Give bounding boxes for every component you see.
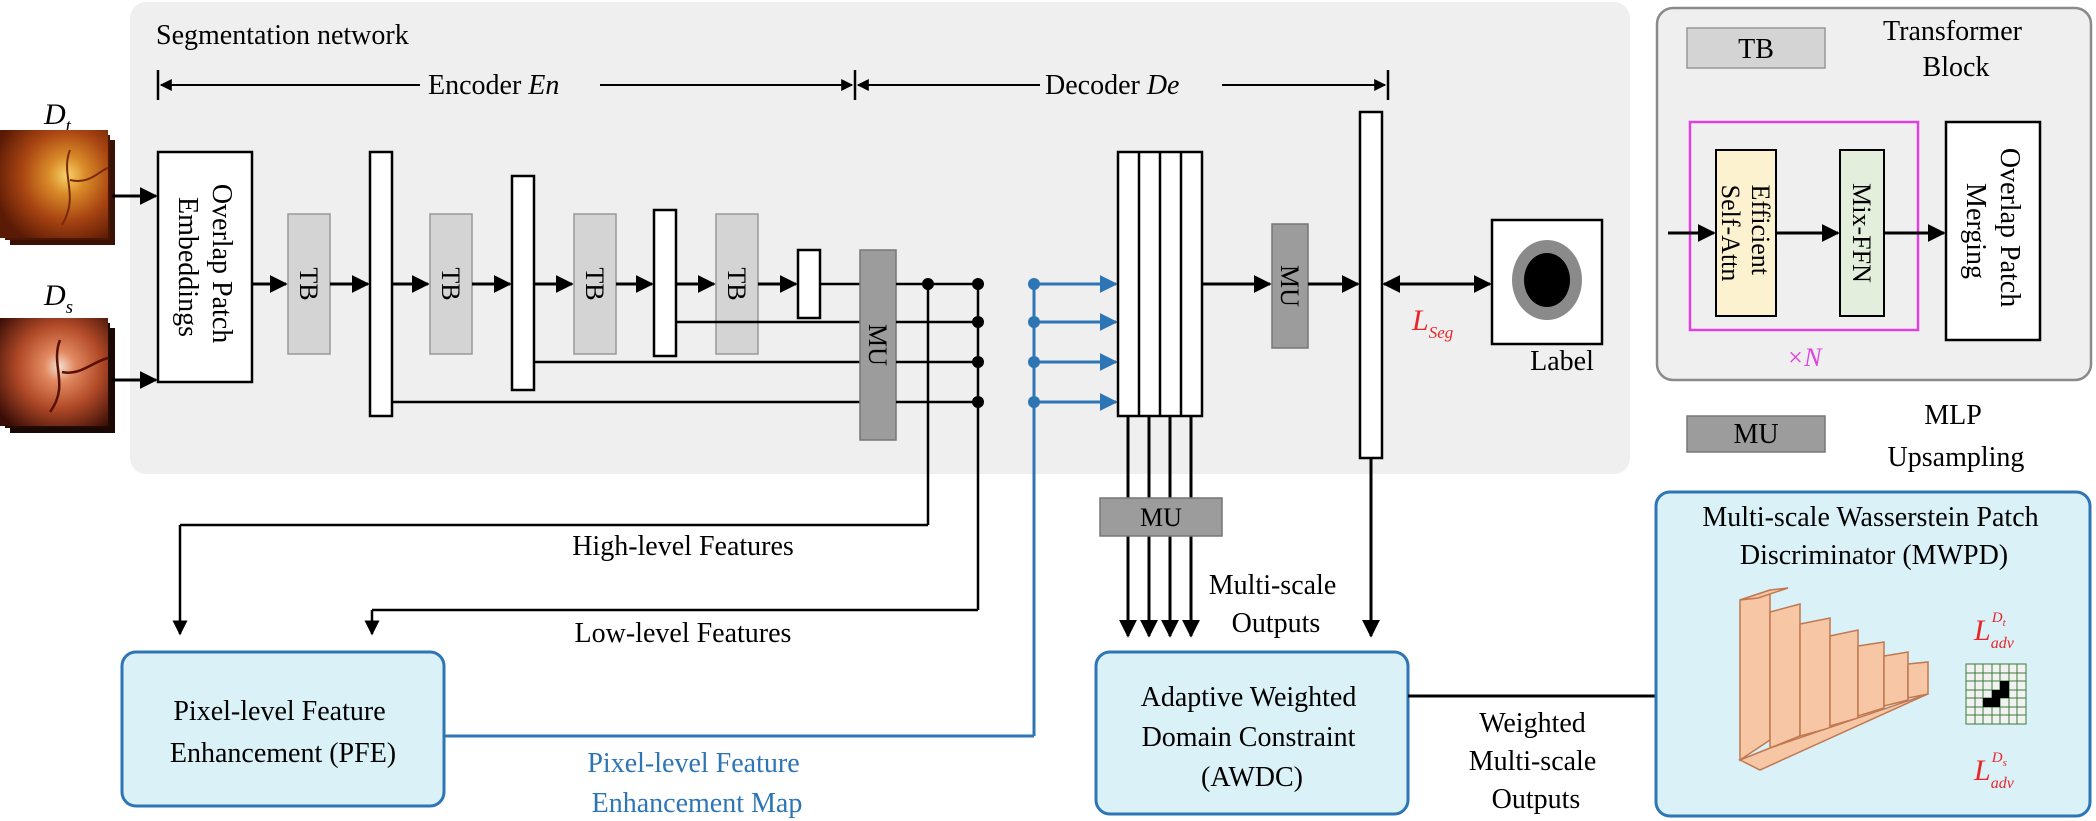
mwpd-title: Multi-scale Wasserstein Patch Discrimina… <box>1702 502 2045 571</box>
svg-text:MU: MU <box>1733 419 1778 450</box>
legend-tb-swatch <box>1686 27 1826 69</box>
feature-map-3 <box>652 208 678 358</box>
mu-block-encoder <box>859 249 897 441</box>
mu-block-multiscale <box>1099 497 1223 537</box>
high-level-features-label: High-level Features <box>572 531 794 562</box>
segmentation-panel <box>130 2 1630 474</box>
multiscale-outputs-label: Multi-scale Outputs <box>1209 570 1344 639</box>
tb-block-4 <box>715 213 759 355</box>
svg-text:MU: MU <box>863 324 892 366</box>
mlp-upsampling-title: MLP Upsampling <box>1888 400 2025 473</box>
tb-block-2 <box>429 213 473 355</box>
tb-block-1 <box>287 213 331 355</box>
encoder-span: Encoder En <box>156 70 857 101</box>
decoder-label: Decoder <box>1045 70 1141 101</box>
svg-text:Ds: Ds <box>43 279 73 318</box>
high-level-features-path <box>172 284 930 636</box>
source-fundus-image <box>0 318 108 426</box>
svg-text:Efficient Self-Attn: Efficient Self-Attn <box>1716 185 1775 282</box>
svg-text:Encoder En: Encoder En <box>428 70 559 101</box>
feature-map-1 <box>368 150 394 418</box>
pfe-map-label: Pixel-level Feature Enhancement Map <box>587 748 806 819</box>
input-target: Dt <box>0 98 115 245</box>
segmentation-title: Segmentation network <box>156 20 409 51</box>
label-caption: Label <box>1530 346 1594 377</box>
low-level-features-path <box>364 402 980 636</box>
pfe-title: Pixel-level Feature Enhancement (PFE) <box>170 696 396 769</box>
svg-text:TB: TB <box>1738 34 1774 65</box>
repeat-n-label: ×N <box>1787 343 1824 372</box>
mu-block-decoder <box>1271 223 1309 349</box>
svg-text:Overlap Patch Merging: Overlap Patch Merging <box>1960 148 2025 314</box>
svg-text:MU: MU <box>1275 265 1304 307</box>
prediction-map <box>1358 110 1384 460</box>
decoder-stack <box>1116 150 1204 638</box>
encoder-label: Encoder <box>428 70 522 101</box>
overlap-patch-embeddings-label: Overlap Patch Embeddings <box>172 184 237 350</box>
encoder-symbol: En <box>527 70 559 101</box>
decoder-span: Decoder De <box>856 70 1390 101</box>
svg-text:Mix-FFN: Mix-FFN <box>1847 183 1876 283</box>
awdc-title: Adaptive Weighted Domain Constraint (AWD… <box>1141 682 1364 793</box>
tb-block-3 <box>573 213 617 355</box>
weighted-outputs-label: Weighted Multi-scale Outputs <box>1469 708 1604 815</box>
svg-text:TB: TB <box>294 267 323 300</box>
input-source: Ds <box>0 279 115 433</box>
loss-seg-label: LSeg <box>1411 304 1453 342</box>
svg-text:MU: MU <box>1140 503 1182 532</box>
overlap-patch-merging-box <box>1944 120 2042 342</box>
discriminator-layers <box>1738 587 1929 771</box>
patch-output-grid <box>1965 663 2027 725</box>
awdc-box <box>1094 650 1410 816</box>
pfe-box <box>120 650 446 808</box>
low-level-features-label: Low-level Features <box>575 618 792 649</box>
svg-text:TB: TB <box>436 267 465 300</box>
decoder-symbol: De <box>1146 70 1180 101</box>
repeat-group <box>1688 120 1920 332</box>
pfe-map-arrows <box>1028 275 1118 736</box>
overlap-patch-embeddings-box <box>156 150 254 384</box>
loss-adv-target: LadvDt <box>1973 610 2015 652</box>
feature-map-2 <box>510 174 536 392</box>
legend-mu-swatch <box>1686 415 1826 453</box>
target-fundus-image <box>0 130 108 238</box>
encoder-chain: TB TB TB TB <box>252 150 860 418</box>
svg-text:Decoder De: Decoder De <box>1045 70 1179 101</box>
svg-text:TB: TB <box>580 267 609 300</box>
feature-map-4 <box>796 248 822 320</box>
transformer-block-title: Transformer Block <box>1883 16 2029 83</box>
svg-text:TB: TB <box>722 267 751 300</box>
svg-text:Dt: Dt <box>43 98 72 137</box>
loss-adv-source: LadvDs <box>1973 750 2015 792</box>
